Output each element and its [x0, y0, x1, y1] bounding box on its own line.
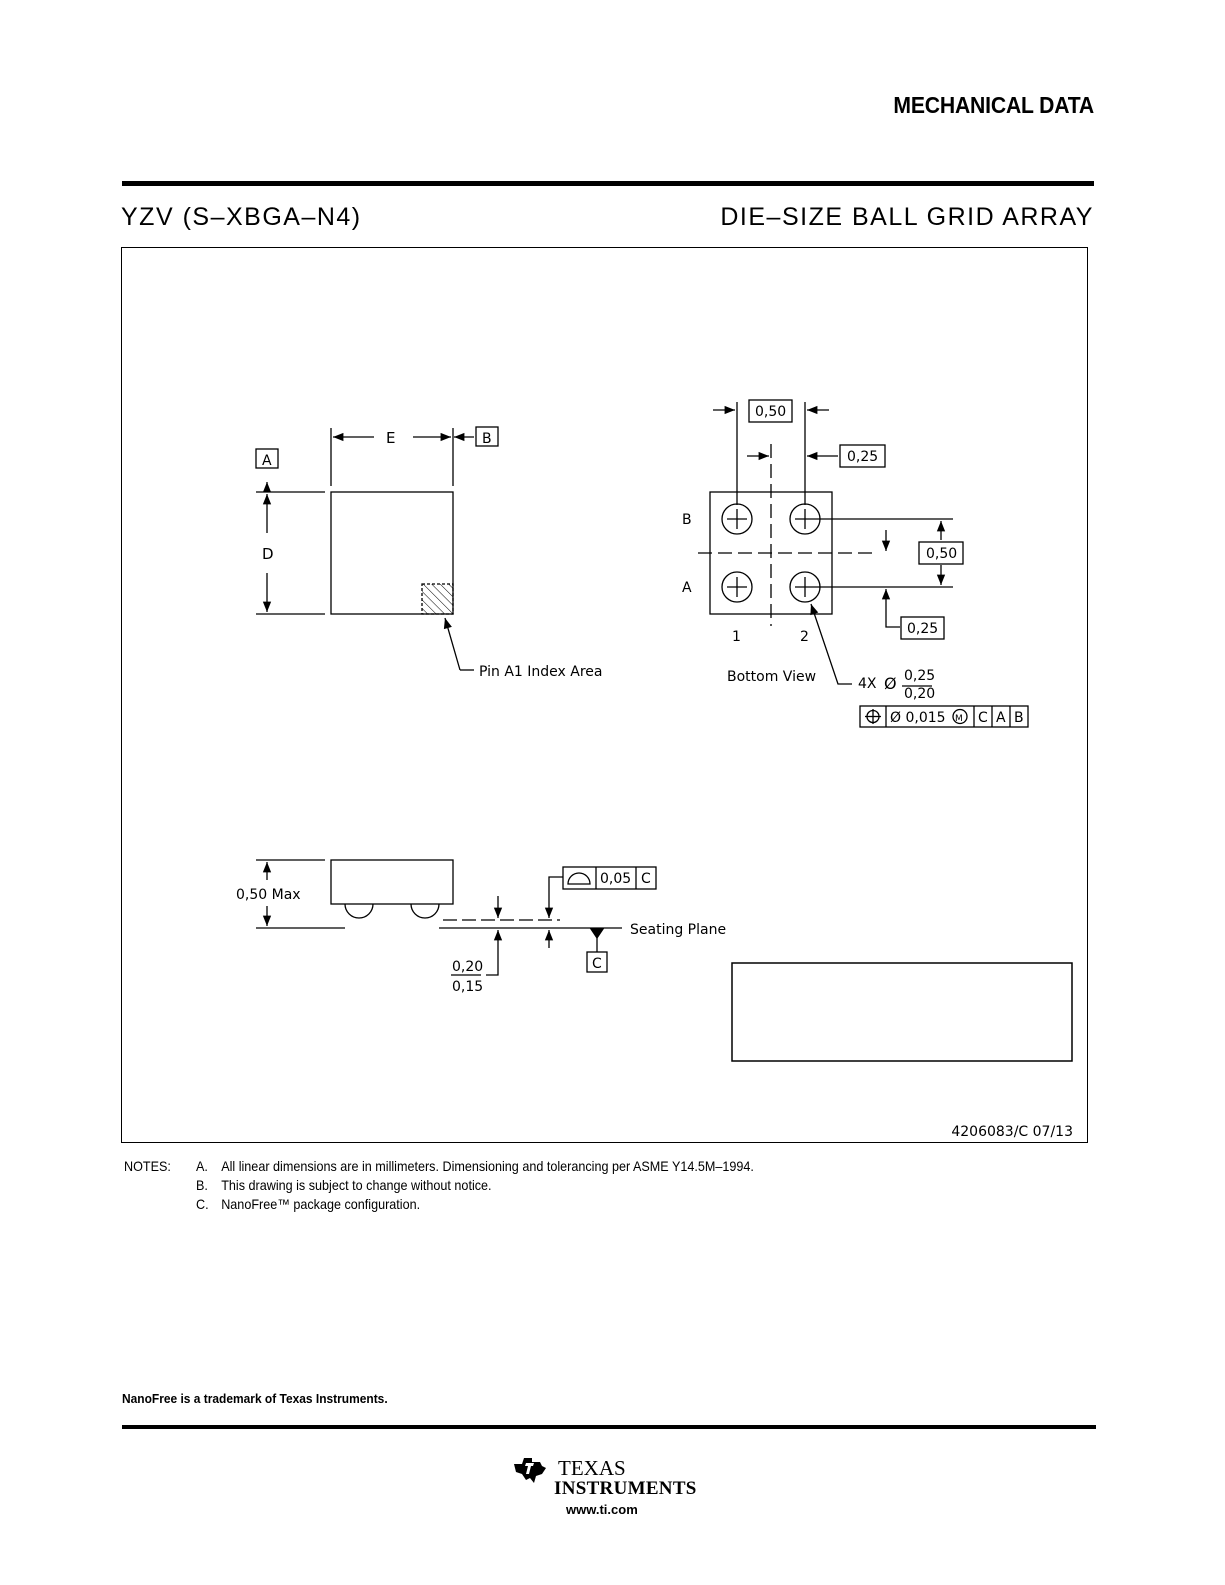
seating-datum-c-box — [586, 951, 608, 973]
trademark-note: NanoFree is a trademark of Texas Instrum… — [122, 1391, 388, 1406]
diameter-symbol: Ø — [884, 674, 897, 693]
page-title: MECHANICAL DATA — [893, 92, 1094, 118]
pin-a1-label: Pin A1 Index Area — [479, 664, 603, 680]
seating-datum-c: C — [592, 956, 602, 972]
offset-y-box — [900, 616, 945, 640]
standoff-min: 0,15 — [452, 979, 483, 995]
fcf-modifier: M — [955, 714, 963, 724]
pitch-x-value: 0,50 — [755, 404, 786, 420]
drawing-frame — [121, 247, 1088, 1143]
fcf-datum-b: B — [1014, 710, 1024, 726]
datum-b-box — [475, 426, 499, 447]
note-letter: C. — [196, 1196, 209, 1212]
ball-diameter-max: 0,25 — [904, 668, 935, 684]
package-code: YZV (S–XBGA–N4) — [121, 203, 362, 231]
notes: NOTES: A. All linear dimensions are in mil… — [124, 1157, 754, 1214]
flatness-symbol-icon — [567, 872, 591, 885]
offset-x-box — [839, 444, 886, 468]
row-a-label: A — [682, 580, 692, 596]
fcf-tolerance: Ø 0,015 — [890, 710, 946, 726]
note-letter: B. — [196, 1177, 208, 1193]
bottom-view-caption: Bottom View — [727, 669, 816, 685]
pitch-x-box — [748, 399, 793, 423]
fcf-datum-a: A — [996, 710, 1006, 726]
note-text: NanoFree™ package configuration. — [221, 1196, 421, 1212]
offset-y-value: 0,25 — [907, 621, 938, 637]
col-2-label: 2 — [800, 629, 809, 645]
ball-a1 — [721, 571, 753, 603]
package-body-top — [330, 491, 454, 615]
ball-count: 4X — [858, 676, 877, 692]
solder-ball-right — [410, 903, 440, 919]
flatness-datum: C — [641, 871, 651, 887]
ball-diameter-min: 0,20 — [904, 686, 935, 702]
dim-d-label: D — [262, 545, 274, 563]
flatness-value: 0,05 — [600, 871, 631, 887]
pitch-y-value: 0,50 — [926, 546, 957, 562]
ti-state-icon — [514, 1458, 546, 1483]
logo-instruments: INSTRUMENTS — [554, 1478, 697, 1499]
fcf-datum-c: C — [978, 710, 988, 726]
package-body-side — [330, 859, 454, 905]
dim-e-label: E — [386, 429, 395, 447]
top-view — [255, 426, 499, 671]
ti-logo[interactable]: TEXAS INSTRUMENTS www.ti.com — [510, 1452, 710, 1522]
bottom-rule — [122, 1425, 1096, 1429]
col-1-label: 1 — [732, 629, 741, 645]
position-fcf — [859, 705, 1029, 728]
max-material-icon — [952, 708, 968, 725]
offset-x-value: 0,25 — [847, 449, 878, 465]
bottom-view — [698, 399, 1029, 728]
datum-b-label: B — [482, 431, 492, 447]
logo-url[interactable]: www.ti.com — [566, 1502, 638, 1517]
flatness-fcf — [562, 866, 657, 890]
drawing-number: 4206083/C 07/13 — [951, 1124, 1073, 1140]
notes-heading: NOTES: — [124, 1158, 171, 1174]
ball-b1 — [721, 503, 753, 535]
datum-a-box — [255, 448, 279, 469]
top-rule — [122, 181, 1094, 186]
note-letter: A. — [196, 1158, 208, 1174]
pin-a1-index-area — [421, 583, 454, 615]
datum-a-label: A — [262, 453, 272, 469]
seating-plane-label: Seating Plane — [630, 922, 726, 938]
logo-texas: TEXAS — [558, 1456, 626, 1480]
row-b-label: B — [682, 512, 692, 528]
height-max: 0,50 Max — [236, 887, 301, 903]
note-text: This drawing is subject to change withou… — [221, 1177, 492, 1193]
pitch-y-box — [918, 541, 964, 565]
package-type: DIE–SIZE BALL GRID ARRAY — [720, 203, 1094, 231]
solder-ball-left — [344, 903, 374, 919]
empty-info-box — [731, 962, 1073, 1062]
side-view — [256, 859, 657, 976]
note-text: All linear dimensions are in millimeters… — [221, 1158, 754, 1174]
standoff-max: 0,20 — [452, 959, 483, 975]
